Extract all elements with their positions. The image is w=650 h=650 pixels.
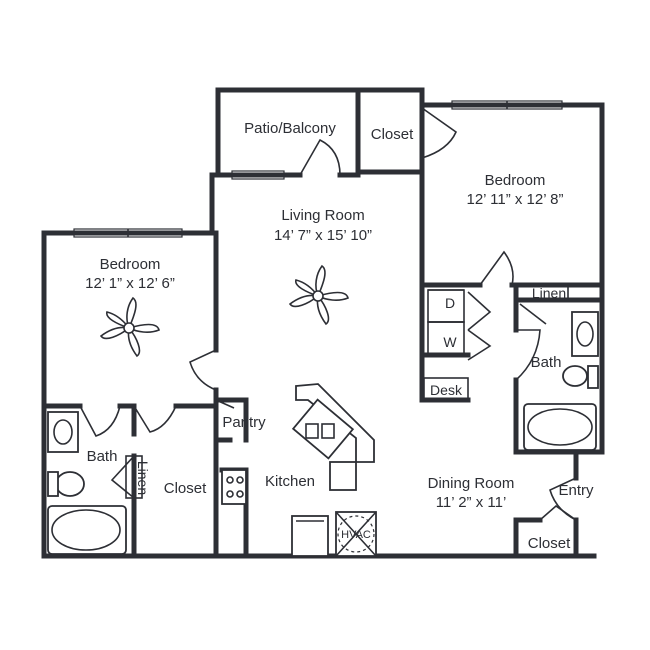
label-bath-right: Bath — [531, 354, 562, 371]
laundry-machines — [427, 289, 465, 356]
label-living-room: Living Room — [281, 207, 364, 224]
label-linen-right: Linen — [532, 285, 566, 301]
label-bedroom-left-dims: 12’ 1” x 12’ 6” — [85, 275, 175, 292]
label-closet-top: Closet — [371, 126, 414, 143]
label-dining-room-dims: 11’ 2” x 11’ — [436, 494, 507, 511]
bath-right-fixtures — [523, 311, 599, 451]
label-washer: W — [443, 334, 457, 350]
label-bath-left: Bath — [87, 448, 118, 465]
label-living-room-dims: 14’ 7” x 15’ 10” — [274, 227, 372, 244]
label-patio: Patio/Balcony — [244, 120, 336, 137]
label-entry: Entry — [558, 482, 594, 499]
ceiling-fan-icon — [99, 296, 160, 358]
label-bedroom-right: Bedroom — [485, 172, 546, 189]
label-closet-entry: Closet — [528, 535, 571, 552]
ceiling-fan-icon — [288, 264, 349, 326]
doors — [79, 107, 577, 521]
label-hvac: HVAC — [341, 529, 371, 541]
label-dryer: D — [445, 295, 455, 311]
label-kitchen: Kitchen — [265, 473, 315, 490]
label-dining-room: Dining Room — [428, 475, 515, 492]
bath-left-fixtures — [47, 411, 127, 555]
label-bedroom-left: Bedroom — [100, 256, 161, 273]
kitchen-counter — [221, 383, 375, 557]
hvac-unit — [335, 511, 377, 557]
label-closet-left: Closet — [164, 480, 207, 497]
label-pantry: Pantry — [222, 414, 266, 431]
label-linen-left: Linen — [135, 461, 151, 495]
label-desk: Desk — [430, 382, 463, 398]
label-bedroom-right-dims: 12’ 11” x 12’ 8” — [467, 191, 564, 208]
